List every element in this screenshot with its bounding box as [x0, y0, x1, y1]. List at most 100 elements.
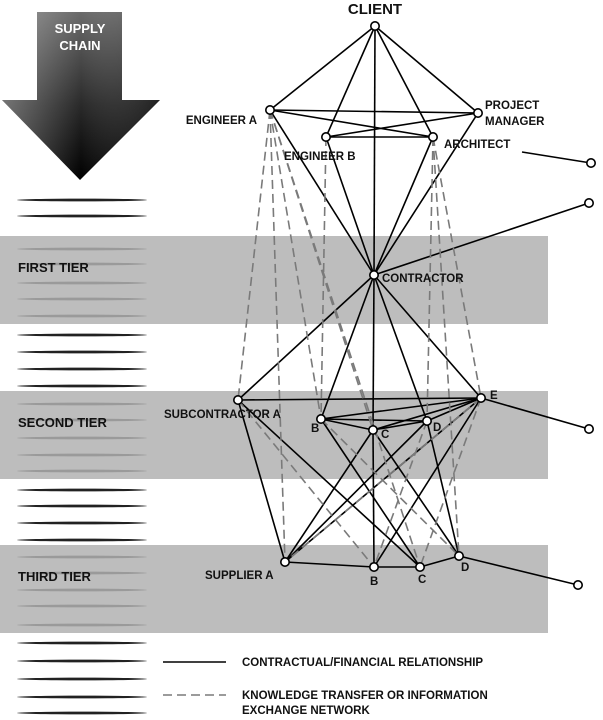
link-pm-contr — [373, 112, 479, 276]
node-subB — [315, 413, 326, 424]
link-contr-subC — [372, 274, 375, 431]
link-subB-supC — [320, 418, 421, 568]
left-dash — [17, 418, 147, 422]
left-dash — [17, 659, 147, 663]
legend-dashed-label-1: KNOWLEDGE TRANSFER OR INFORMATION — [242, 690, 488, 702]
left-dash — [17, 469, 147, 473]
engineer-b-label: ENGINEER B — [284, 151, 356, 163]
node-engB — [320, 132, 331, 143]
left-dash — [17, 436, 147, 440]
link-subA-supB — [237, 399, 375, 568]
link-client-pm — [374, 25, 479, 114]
link-engB-contr — [325, 136, 375, 276]
link-client-engB — [325, 25, 376, 138]
link-engB-pm — [325, 112, 479, 138]
left-dash — [17, 711, 147, 715]
link-subA-supC — [237, 399, 421, 568]
left-dash — [17, 555, 147, 559]
link-supA-subC — [284, 429, 374, 563]
node-contr — [368, 269, 379, 280]
left-dash — [17, 367, 147, 371]
link-subD-supD — [426, 420, 460, 557]
left-dash — [17, 453, 147, 457]
link-engA-subA — [237, 109, 271, 401]
left-dash — [17, 198, 147, 202]
left-dash — [17, 247, 147, 251]
link-arch-contr — [373, 136, 434, 276]
subcontractor-d-label: D — [433, 422, 441, 434]
legend: CONTRACTUAL/FINANCIAL RELATIONSHIP KNOWL… — [163, 657, 488, 717]
link-client-engA — [269, 25, 376, 111]
link-supC-supD — [419, 555, 460, 568]
link-subE-supC — [419, 397, 482, 568]
network-nodes — [233, 20, 596, 590]
link-subC-subD — [372, 420, 428, 431]
left-dash — [17, 538, 147, 542]
supplier-d-label: D — [461, 562, 469, 574]
left-dash — [17, 262, 147, 266]
link-subD-subE — [426, 397, 482, 422]
left-dash — [17, 677, 147, 681]
tier-label-third: THIRD TIER — [18, 569, 92, 584]
link-subE-ext3 — [480, 397, 590, 430]
arrow-label-line1: SUPPLY — [55, 21, 106, 36]
link-subA-supA — [237, 399, 286, 563]
engineer-a-label: ENGINEER A — [186, 115, 257, 127]
link-engA-subB — [269, 109, 322, 420]
left-dash — [17, 521, 147, 525]
left-dash — [17, 402, 147, 406]
left-dash — [17, 504, 147, 508]
link-subB-supD — [320, 418, 460, 557]
node-subD — [421, 415, 432, 426]
link-subC-supB — [372, 429, 375, 568]
node-arch — [427, 132, 438, 143]
left-dash — [17, 488, 147, 492]
link-client-contr — [373, 25, 376, 276]
architect-label: ARCHITECT — [444, 139, 510, 151]
left-dash — [17, 384, 147, 388]
link-subB-subC — [320, 418, 374, 431]
node-supD — [453, 550, 464, 561]
contractor-label: CONTRACTOR — [382, 273, 464, 285]
link-engB-subB — [320, 136, 327, 420]
link-engA-supA — [269, 109, 286, 563]
supply-chain-arrow: SUPPLY CHAIN — [2, 12, 160, 180]
link-subC-supD — [372, 429, 460, 557]
supplier-b-label: B — [370, 576, 378, 588]
link-contr-subA — [237, 274, 375, 401]
node-ext4 — [572, 579, 583, 590]
subcontractor-b-label: B — [311, 423, 319, 435]
left-dash — [17, 623, 147, 627]
node-supA — [279, 556, 290, 567]
node-subC — [367, 424, 378, 435]
link-engA-pm — [269, 109, 479, 114]
left-dash — [17, 333, 147, 337]
knowledge-links — [237, 109, 482, 568]
link-contr-subB — [320, 274, 375, 420]
link-engA-arch — [269, 109, 434, 138]
left-dash — [17, 695, 147, 699]
link-subD-supA — [284, 420, 428, 563]
project-manager-label-1: PROJECT — [485, 100, 539, 112]
left-dash — [17, 214, 147, 218]
subcontractor-e-label: E — [490, 390, 498, 402]
link-contr-subD — [373, 274, 428, 422]
node-engA — [264, 105, 275, 116]
link-contr-ext2 — [373, 202, 590, 276]
project-manager-label-2: MANAGER — [485, 116, 545, 128]
link-subE-supB — [373, 397, 482, 568]
node-ext1 — [585, 158, 596, 169]
left-dash — [17, 641, 147, 645]
legend-solid-label: CONTRACTUAL/FINANCIAL RELATIONSHIP — [242, 657, 483, 669]
link-engA-subC — [269, 109, 374, 431]
link-engA-supC — [269, 109, 421, 568]
node-subA — [233, 394, 244, 405]
left-dash — [17, 571, 147, 575]
link-subB-subD — [320, 418, 428, 422]
link-subC-subE — [372, 397, 482, 431]
left-dashes — [17, 198, 147, 715]
client-label: CLIENT — [348, 1, 402, 18]
link-subA-subE — [237, 397, 482, 401]
subcontractor-a-label: SUBCONTRACTOR A — [164, 409, 281, 421]
